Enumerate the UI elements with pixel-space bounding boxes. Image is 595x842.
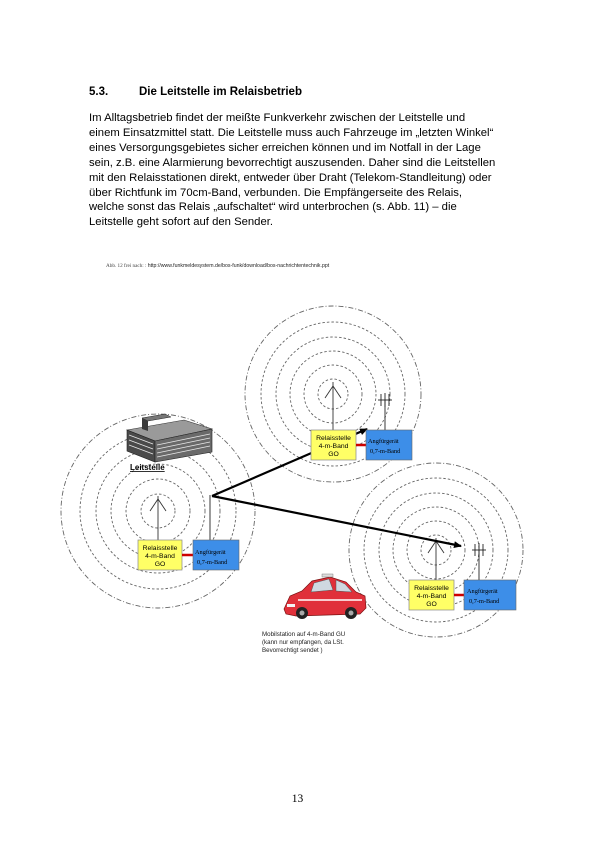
receiver-box-line2: 0,7-m-Band	[197, 559, 228, 566]
section-heading: 5.3. Die Leitstelle im Relaisbetrieb	[89, 86, 302, 98]
leitstelle-label: Leitstelle	[130, 463, 165, 472]
paragraph-line: eines Versorgungsgebietes sicher erreich…	[89, 141, 481, 154]
paragraph-line: über Richtfunk im 70cm-Band, verbunden. …	[89, 186, 462, 199]
figure-source-prefix: Abb. 12 frei nach: :	[106, 263, 148, 269]
body-paragraph: Im Alltagsbetrieb findet der meißte Funk…	[89, 111, 529, 230]
paragraph-line: einem Einsatzmittel statt. Die Leitstell…	[89, 126, 494, 139]
receiver-box-line2: 0,7-m-Band	[370, 448, 401, 455]
section-title: Die Leitstelle im Relaisbetrieb	[139, 86, 302, 98]
relay-box-line3: GO	[155, 561, 166, 568]
paragraph-line: Leitstelle geht sofort auf den Sender.	[89, 216, 274, 229]
page-number: 13	[291, 793, 304, 805]
mobile-caption-line: (kann nur empfangen, da LSt.	[262, 639, 344, 646]
relay-box-line1: Relaisstelle	[143, 545, 178, 552]
figure-source: Abb. 12 frei nach: : http://www.funkmeld…	[106, 263, 329, 269]
relay-box-line3: GO	[426, 601, 437, 608]
leitstelle-building-icon	[125, 413, 214, 463]
relay-box-line3: GO	[328, 451, 339, 458]
relay-box-line1: Relaisstelle	[316, 435, 351, 442]
mobile-station-car-icon	[283, 573, 367, 619]
relay-station-top: Relaisstelle 4-m-Band GO	[310, 429, 357, 461]
receiver-box-top: Angfürgerät 0,7-m-Band	[365, 429, 413, 461]
relay-box-line2: 4-m-Band	[145, 553, 175, 560]
receiver-box-line1: Angfürgerät	[195, 549, 226, 556]
relay-box-line2: 4-m-Band	[319, 443, 349, 450]
paragraph-line: sein, z.B. eine Alarmierung bevorrechtig…	[89, 156, 496, 169]
figure-source-url: http://www.funkmeldesystem.de/bos-funk/d…	[147, 263, 330, 269]
receiver-box-line1: Angfürgerät	[368, 438, 399, 445]
radio-link-arrow-right	[211, 494, 462, 549]
antenna-icon	[149, 496, 167, 540]
mobile-caption-line: Bevorrechtigt sendet )	[262, 647, 323, 654]
coverage-rings-top	[244, 305, 422, 483]
relay-station-left: Relaisstelle 4-m-Band GO	[137, 539, 183, 571]
antenna-icon	[427, 538, 445, 583]
receiver-box-line2: 0,7-m-Band	[469, 598, 500, 605]
directional-antenna-icon	[378, 393, 392, 435]
relay-box-line1: Relaisstelle	[414, 585, 449, 592]
receiver-box-right: Angfürgerät 0,7-m-Band	[463, 579, 517, 611]
relay-station-right: Relaisstelle 4-m-Band GO	[408, 579, 455, 611]
paragraph-line: welche sonst das Relais „aufschaltet“ wi…	[89, 201, 457, 214]
relay-box-line2: 4-m-Band	[417, 593, 447, 600]
antenna-icon	[324, 382, 342, 430]
paragraph-line: mit den Relaisstationen direkt, entweder…	[89, 171, 492, 184]
section-number: 5.3.	[89, 86, 109, 98]
receiver-box-line1: Angfürgerät	[467, 588, 498, 595]
directional-antenna-icon	[472, 543, 486, 585]
paragraph-line: Im Alltagsbetrieb findet der meißte Funk…	[89, 112, 466, 124]
mobile-caption-line: Mobilstation auf 4-m-Band GU	[262, 631, 345, 638]
receiver-box-left: Angfürgerät 0,7-m-Band	[192, 539, 240, 571]
